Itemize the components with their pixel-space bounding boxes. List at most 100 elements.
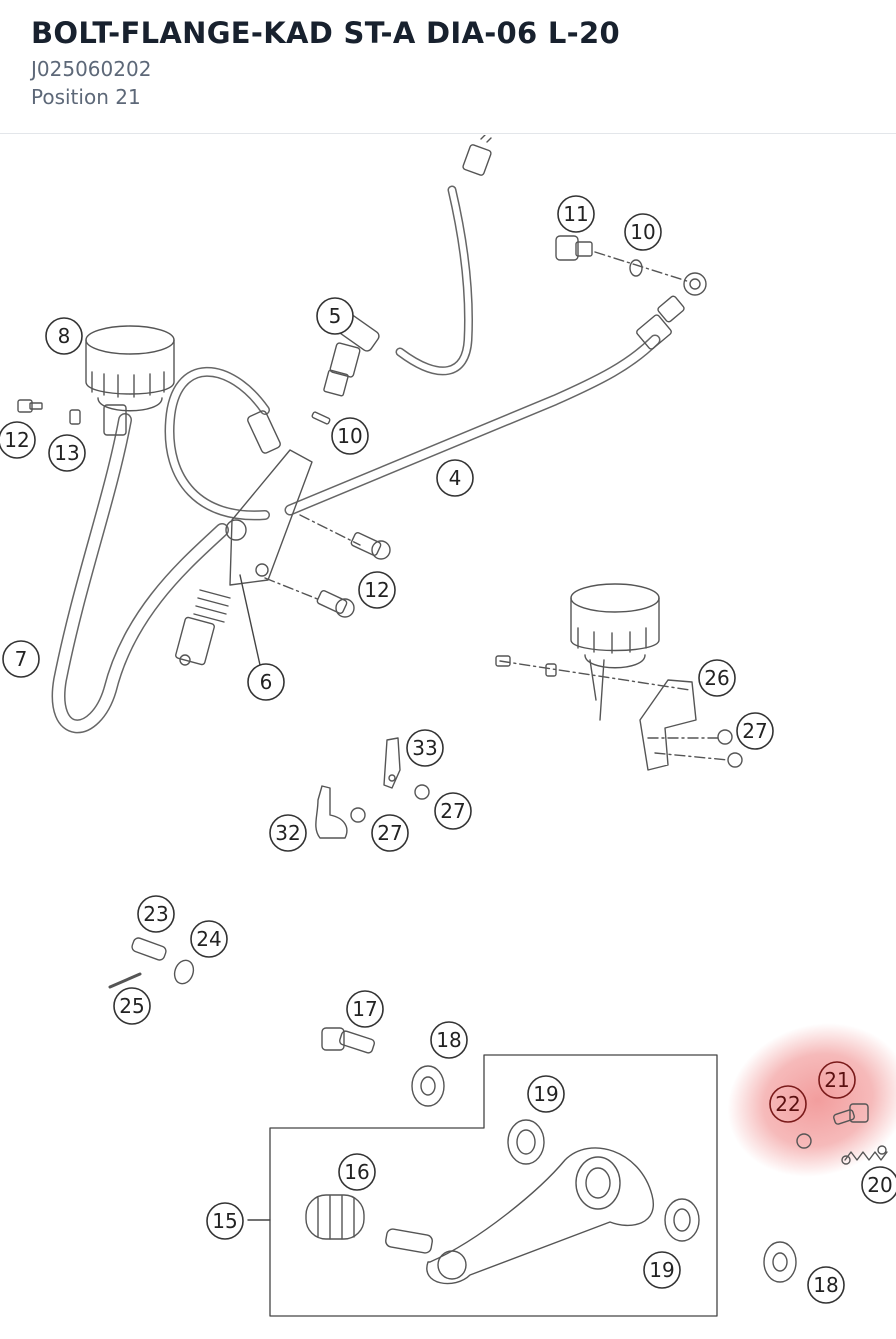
callout-12[interactable]: 12 — [358, 571, 396, 609]
pin-set — [108, 937, 195, 989]
callout-number: 16 — [344, 1160, 369, 1184]
callout-circle — [331, 417, 369, 455]
callout-circle — [316, 297, 354, 335]
callout-number: 5 — [329, 304, 342, 328]
highlight-zone — [727, 1023, 896, 1177]
callout-33[interactable]: 33 — [406, 729, 444, 767]
callout-18[interactable]: 18 — [430, 1021, 468, 1059]
callout-circle — [338, 1153, 376, 1191]
callout-number: 33 — [412, 736, 437, 760]
callout-circle — [206, 1202, 244, 1240]
banjo-bolt — [555, 235, 691, 283]
pivot-bolt — [321, 1027, 445, 1107]
callout-number: 24 — [196, 927, 221, 951]
callout-8[interactable]: 8 — [45, 317, 83, 355]
callout-number: 8 — [58, 324, 71, 348]
callout-number: 4 — [449, 466, 462, 490]
brake-pedal — [305, 1119, 700, 1285]
callout-21[interactable]: 21 — [818, 1061, 856, 1099]
callout-32[interactable]: 32 — [269, 814, 307, 852]
diagram-svg: 11 10 5 8 12 13 10 4 12 7 6 26 27 33 27 32 27 23 24 25 17 18 1… — [0, 134, 896, 1317]
callout-12[interactable]: 12 — [0, 421, 36, 459]
callout-number: 27 — [742, 719, 767, 743]
callout-circle — [0, 421, 36, 459]
callout-circle — [736, 712, 774, 750]
callout-number: 12 — [364, 578, 389, 602]
washer-18 — [763, 1241, 797, 1283]
callout-circle — [624, 213, 662, 251]
hose-clamps — [315, 737, 430, 839]
callout-circle — [430, 1021, 468, 1059]
callout-16[interactable]: 16 — [338, 1153, 376, 1191]
callout-27[interactable]: 27 — [371, 814, 409, 852]
callout-24[interactable]: 24 — [190, 920, 228, 958]
callout-13[interactable]: 13 — [48, 434, 86, 472]
callout-27[interactable]: 27 — [434, 792, 472, 830]
callout-layer: 11 10 5 8 12 13 10 4 12 7 6 26 27 33 27 32 27 23 24 25 17 18 1… — [0, 195, 896, 1304]
callout-6[interactable]: 6 — [247, 663, 285, 701]
callout-circle — [436, 459, 474, 497]
callout-number: 18 — [436, 1028, 461, 1052]
callout-17[interactable]: 17 — [346, 990, 384, 1028]
callout-number: 15 — [212, 1209, 237, 1233]
callout-5[interactable]: 5 — [316, 297, 354, 335]
callout-number: 32 — [275, 821, 300, 845]
callout-19[interactable]: 19 — [643, 1251, 681, 1289]
callout-10[interactable]: 10 — [624, 213, 662, 251]
callout-number: 23 — [143, 902, 168, 926]
callout-number: 13 — [54, 441, 79, 465]
rear-reservoir — [495, 583, 743, 771]
exploded-parts-diagram: 11 10 5 8 12 13 10 4 12 7 6 26 27 33 27 32 27 23 24 25 17 18 1… — [0, 134, 896, 1335]
part-header: BOLT-FLANGE-KAD ST-A DIA-06 L-20 J025060… — [0, 0, 896, 134]
callout-number: 11 — [563, 202, 588, 226]
callout-circle — [113, 987, 151, 1025]
part-position: Position 21 — [31, 85, 141, 109]
callout-11[interactable]: 11 — [557, 195, 595, 233]
callout-circle — [269, 814, 307, 852]
pedal-assembly-outline — [269, 1054, 718, 1317]
callout-circle — [527, 1075, 565, 1113]
callout-circle — [434, 792, 472, 830]
callout-10[interactable]: 10 — [331, 417, 369, 455]
callout-25[interactable]: 25 — [113, 987, 151, 1025]
callout-circle — [807, 1266, 845, 1304]
connector-cable — [395, 134, 492, 376]
callout-number: 12 — [4, 428, 29, 452]
callout-number: 7 — [15, 647, 28, 671]
callout-number: 27 — [440, 799, 465, 823]
master-cylinder — [175, 410, 313, 666]
callout-22[interactable]: 22 — [769, 1085, 807, 1123]
callout-number: 18 — [813, 1273, 838, 1297]
callout-23[interactable]: 23 — [137, 895, 175, 933]
callout-number: 19 — [649, 1258, 674, 1282]
part-number: J025060202 — [31, 57, 152, 81]
callout-circle — [346, 990, 384, 1028]
callout-20[interactable]: 20 — [861, 1166, 896, 1204]
callout-number: 10 — [337, 424, 362, 448]
callout-number: 17 — [352, 997, 377, 1021]
part-title: BOLT-FLANGE-KAD ST-A DIA-06 L-20 — [31, 16, 620, 50]
callout-number: 22 — [775, 1092, 800, 1116]
callout-circle — [818, 1061, 856, 1099]
highlighted-bolt — [796, 1103, 888, 1165]
callout-circle — [48, 434, 86, 472]
callout-7[interactable]: 7 — [2, 640, 40, 678]
callout-number: 20 — [867, 1173, 892, 1197]
callout-27[interactable]: 27 — [736, 712, 774, 750]
reservoir-bolt — [17, 399, 81, 425]
callout-number: 21 — [824, 1068, 849, 1092]
callout-circle — [137, 895, 175, 933]
callout-4[interactable]: 4 — [436, 459, 474, 497]
callout-15[interactable]: 15 — [206, 1202, 244, 1240]
callout-circle — [643, 1251, 681, 1289]
callout-circle — [371, 814, 409, 852]
callout-26[interactable]: 26 — [698, 659, 736, 697]
callout-circle — [769, 1085, 807, 1123]
callout-circle — [247, 663, 285, 701]
callout-circle — [698, 659, 736, 697]
callout-circle — [557, 195, 595, 233]
callout-number: 26 — [704, 666, 729, 690]
callout-19[interactable]: 19 — [527, 1075, 565, 1113]
callout-number: 25 — [119, 994, 144, 1018]
callout-18[interactable]: 18 — [807, 1266, 845, 1304]
